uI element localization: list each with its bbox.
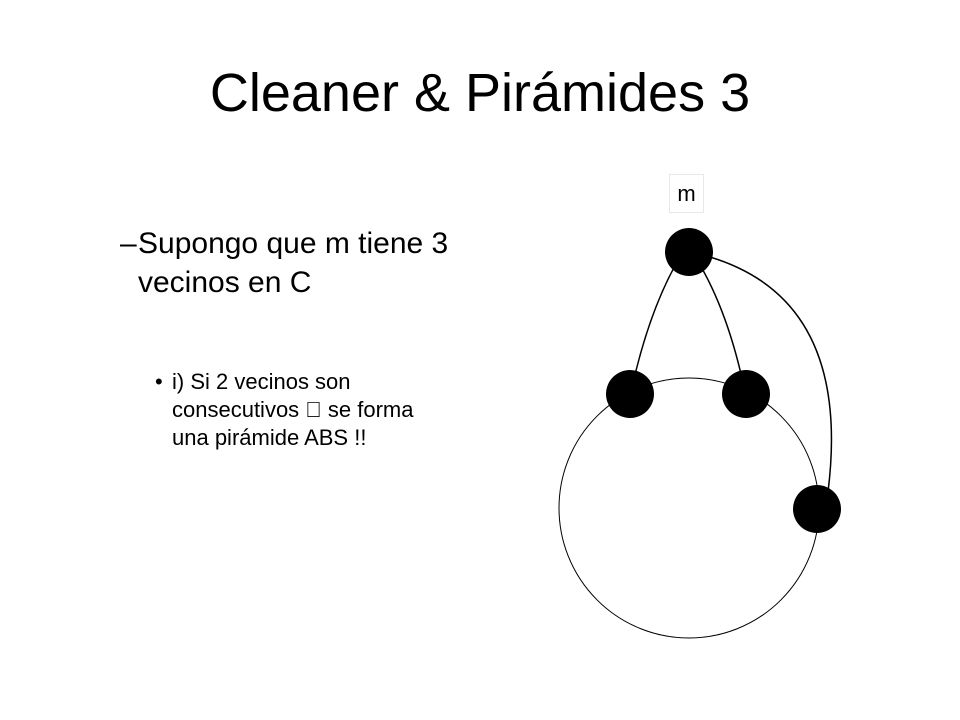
node-far [793, 485, 841, 533]
slide-title: Cleaner & Pirámides 3 [209, 63, 751, 123]
bullet-marker: • [155, 369, 163, 394]
dash-marker: – [120, 227, 137, 260]
bullet-level1: – Supongo que m tiene 3 vecinos en C [120, 224, 450, 302]
edge-m-far [709, 256, 833, 493]
bullet-level2-text: i) Si 2 vecinos son consecutivos  se fo… [172, 369, 434, 450]
bullet-level2: • i) Si 2 vecinos son consecutivos  se … [155, 368, 455, 452]
node-m-label: m [669, 174, 704, 213]
node-right [722, 370, 770, 418]
node-left [606, 370, 654, 418]
edge-m-left [630, 251, 684, 393]
bullet-level1-text: Supongo que m tiene 3 vecinos en C [138, 227, 449, 299]
cycle-c [558, 377, 820, 639]
node-m [665, 228, 713, 276]
